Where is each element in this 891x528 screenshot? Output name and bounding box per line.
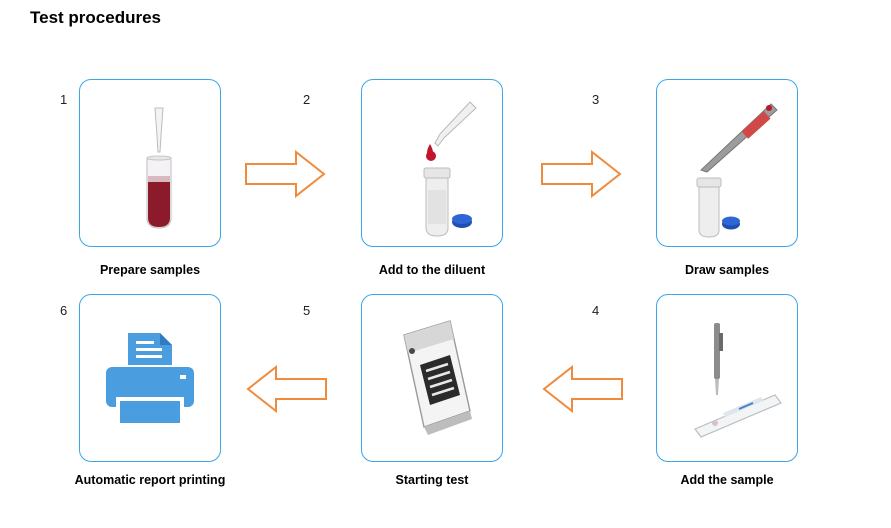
step-label-4: Add the sample <box>680 473 774 487</box>
step-number-5: 5 <box>303 303 311 318</box>
step-label-2: Add to the diluent <box>378 263 486 277</box>
page-title: Test procedures <box>30 8 162 27</box>
step-box-6 <box>79 294 221 462</box>
test-cassette-icon <box>694 323 782 438</box>
arrow-left-5-to-6 <box>246 365 327 413</box>
blood-tube-pipette-icon <box>146 107 172 229</box>
diluent-tube-drop-icon <box>423 101 477 237</box>
step-number-3: 3 <box>592 92 600 107</box>
step-number-2: 2 <box>303 92 311 107</box>
arrow-left-4-to-5 <box>542 365 623 413</box>
printer-icon <box>106 333 194 423</box>
analyzer-device-icon <box>403 320 472 435</box>
step-box-3 <box>656 79 798 247</box>
step-number-1: 1 <box>60 92 68 107</box>
step-box-1 <box>79 79 221 247</box>
step-label-1: Prepare samples <box>99 263 201 277</box>
arrow-right-1-to-2 <box>245 150 326 198</box>
step-label-3: Draw samples <box>684 263 770 277</box>
arrow-right-2-to-3 <box>541 150 622 198</box>
step-label-6: Automatic report printing <box>74 473 226 487</box>
step-label-5: Starting test <box>395 473 469 487</box>
step-box-4 <box>656 294 798 462</box>
pipette-draw-icon <box>696 103 778 238</box>
step-box-5 <box>361 294 503 462</box>
step-number-4: 4 <box>592 303 600 318</box>
step-number-6: 6 <box>60 303 68 318</box>
step-box-2 <box>361 79 503 247</box>
